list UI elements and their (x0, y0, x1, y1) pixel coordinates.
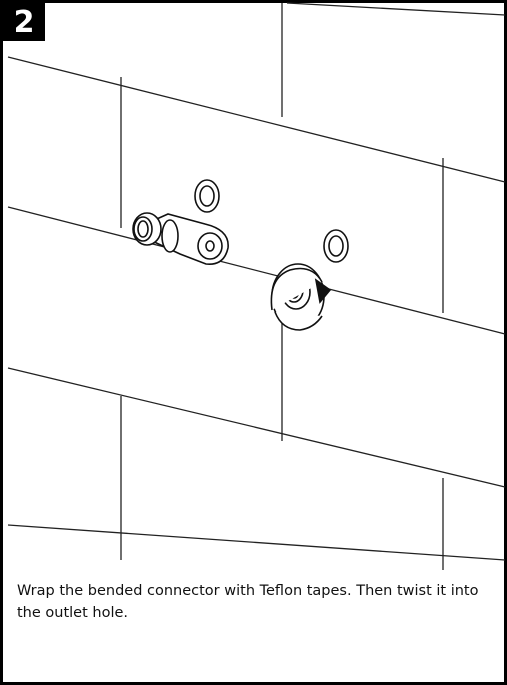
bended-connector-icon (132, 212, 229, 265)
outlet-hole-icon (323, 229, 349, 263)
step-number-badge: 2 (3, 3, 45, 41)
instruction-text: Wrap the bended connector with Teflon ta… (17, 583, 479, 621)
outlet-hole-icon (194, 179, 220, 213)
clockwise-rotation-arrow-icon (270, 267, 332, 331)
wall-tiles (7, 2, 506, 570)
